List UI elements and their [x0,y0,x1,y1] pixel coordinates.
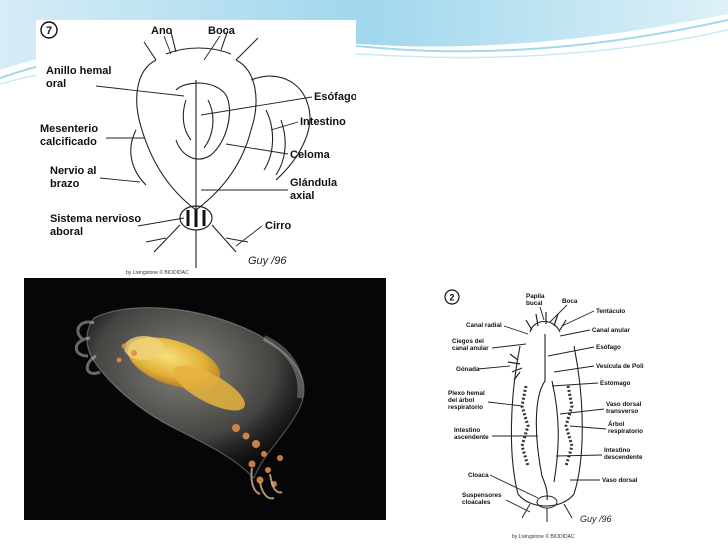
label-intestino-asc-1: Intestino [454,427,480,434]
label-anillo-hemal-2: oral [46,78,66,90]
label-intestino-asc-2: ascendente [454,434,489,441]
leader-lines [477,304,607,513]
figure-number: 7 [46,25,52,37]
crinoid-diagram-svg: 7 Ano Boca Anillo hemal oral Esófago Mes… [40,21,356,276]
label-glandula-2: axial [290,190,314,202]
label-nervio-1: Nervio al [50,165,96,177]
label-mesenterio-2: calcificado [40,136,97,148]
label-gonada: Gónada [456,366,480,373]
label-cirro: Cirro [265,220,292,232]
diagram-credit: by Livingstone © BIODIDAC [126,269,189,276]
label-anillo-hemal-1: Anillo hemal [46,65,111,77]
label-ano: Ano [151,25,173,37]
holothurian-anatomy-diagram: 2 Papila bucal Boca Tentáculo Canal rad [442,286,648,542]
label-papila-1: Papila [526,293,545,300]
label-plexo-2: del árbol [448,397,474,404]
holothurian-diagram-svg: 2 Papila bucal Boca Tentáculo Canal rad [444,289,644,540]
figure-number-badge [40,21,58,39]
label-nervio-2: brazo [50,178,80,190]
sea-cucumber-illustration [24,278,386,520]
label-glandula-1: Glándula [290,177,338,189]
diagram-credit: by Livingstone © BIODIDAC [512,533,575,540]
label-suspensores-1: Suspensores [462,492,502,499]
label-canal-anular: Canal anular [592,327,630,334]
label-vesicula: Vesícula de Poli [596,363,644,370]
label-vaso-transverso-2: transverso [606,408,638,415]
label-esofago: Esófago [596,344,621,351]
label-tentaculo: Tentáculo [596,308,625,315]
diagram-signature: Guy /96 [580,514,612,524]
holothurian-body-drawing [507,312,583,522]
sea-cucumber-photo [24,278,386,520]
label-ciegos-1: Ciegos del [452,338,484,345]
crinoid-anatomy-diagram: 7 Ano Boca Anillo hemal oral Esófago Mes… [36,20,356,276]
crinoid-body-drawing [130,29,311,268]
label-vaso-transverso-1: Vaso dorsal [606,401,642,408]
label-boca: Boca [562,298,578,305]
label-vaso-dorsal: Vaso dorsal [602,477,638,484]
label-sistema-2: aboral [50,226,83,238]
label-sistema-1: Sistema nervioso [50,213,141,225]
label-mesenterio-1: Mesenterio [40,123,98,135]
label-intestino-desc-1: Intestino [604,447,630,454]
label-suspensores-2: cloacales [462,499,491,506]
label-celoma: Celoma [290,149,331,161]
label-papila-2: bucal [526,300,543,307]
label-boca: Boca [208,25,236,37]
label-cloaca: Cloaca [468,472,489,479]
label-intestino: Intestino [300,116,346,128]
label-plexo-1: Plexo hemal [448,390,485,397]
figure-number-badge [444,289,460,305]
label-arbol-2: respiratorio [608,428,643,435]
figure-number: 2 [449,293,454,303]
leader-lines [95,35,313,247]
diagram-signature: Guy /96 [248,255,287,267]
label-estomago: Estómago [600,380,631,387]
label-plexo-3: respiratorio [448,404,483,411]
label-ciegos-2: canal anular [452,345,489,352]
label-canal-radial: Canal radial [466,322,502,329]
label-arbol-1: Árbol [608,419,625,428]
label-esofago: Esófago [314,91,356,103]
label-intestino-desc-2: descendente [604,454,643,461]
